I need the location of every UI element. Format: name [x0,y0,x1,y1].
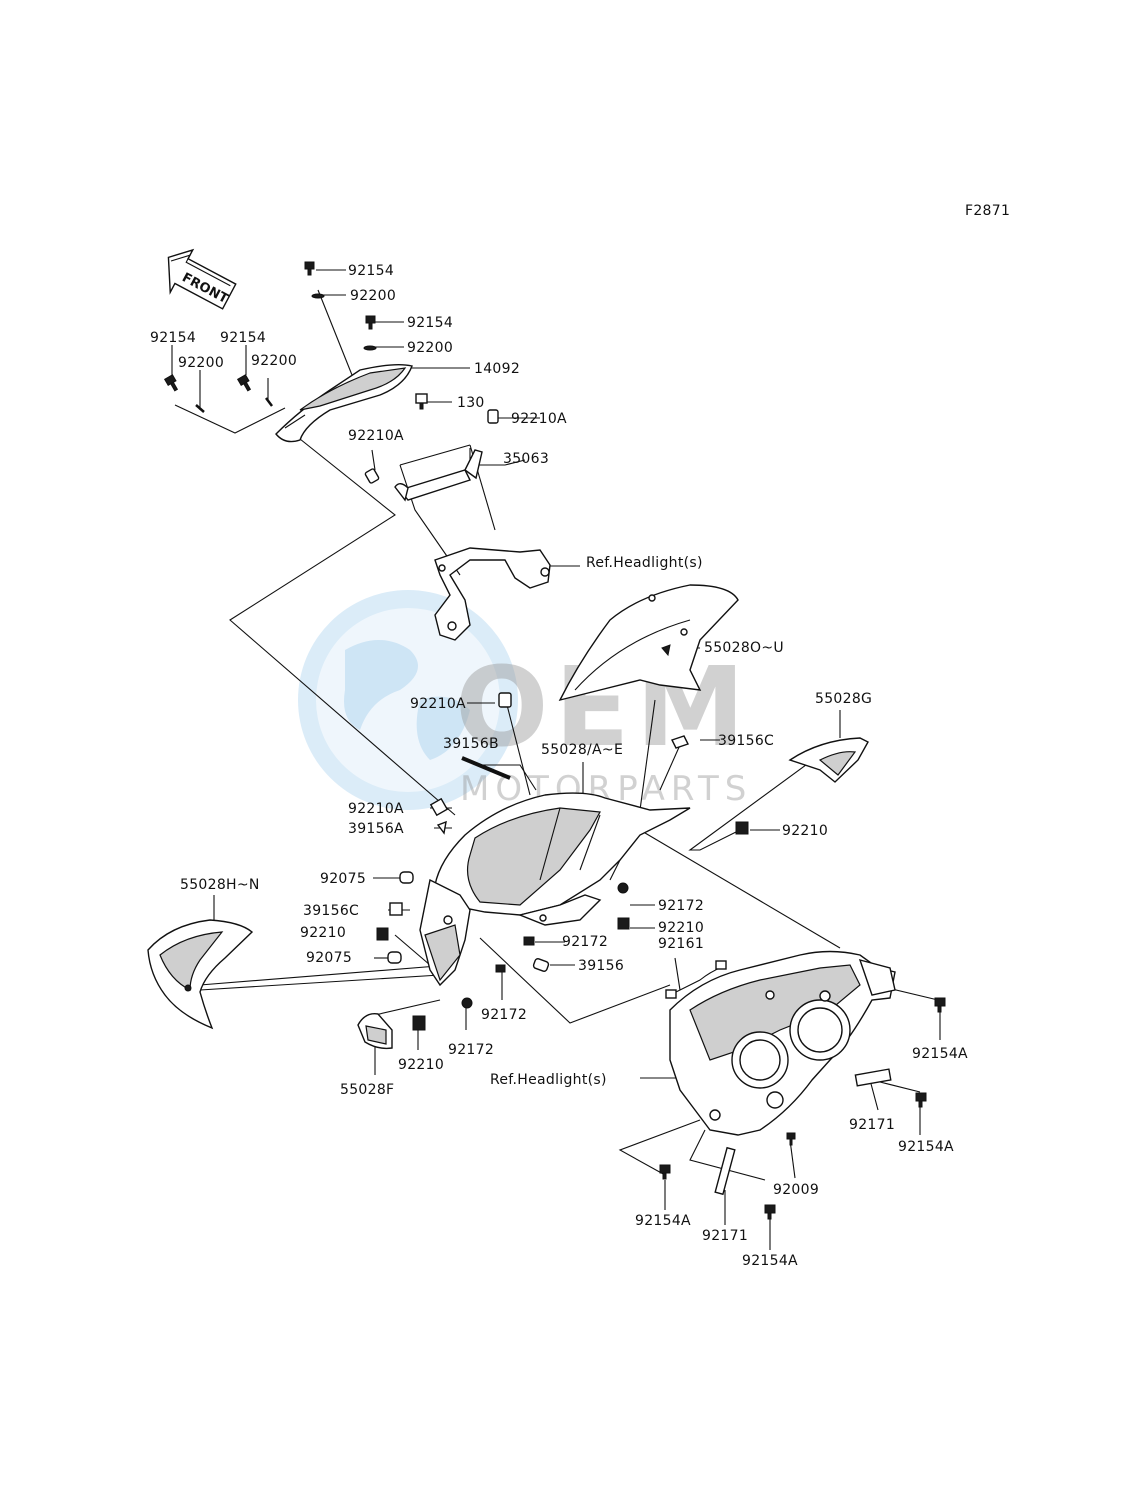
front-arrow: FRONT [167,248,237,310]
screw-92154-left2 [236,374,252,392]
screw-92009 [786,1132,796,1146]
nut-92172-d [461,997,473,1009]
collar-92075-a [399,871,414,884]
label-92172-a: 92172 [658,898,704,914]
clip-39156 [532,958,550,972]
grommet-92210A-top [487,409,499,424]
label-55028F: 55028F [340,1082,394,1098]
grommet-92210-c [617,917,630,930]
label-92172-b: 92172 [562,934,608,950]
leader-lines [171,269,941,1250]
label-92154-b: 92154 [407,315,453,331]
screw-92172-c [495,964,506,973]
label-92200-b: 92200 [407,340,453,356]
callout-labels: 92154 92200 92154 92200 14092 92154 9220… [150,263,968,1269]
label-92200-d: 92200 [251,353,297,369]
label-92154-a: 92154 [348,263,394,279]
label-92154-c: 92154 [150,330,196,346]
bracket-35063 [394,449,483,502]
screw-92154-mid [365,315,376,330]
label-92171-b: 92171 [702,1228,748,1244]
label-92075-a: 92075 [320,871,366,887]
label-92200-a: 92200 [350,288,396,304]
screw-92154-top [304,261,315,276]
cover-14092 [275,363,413,443]
bracket-92171-a [854,1068,892,1087]
label-92154-d: 92154 [220,330,266,346]
label-92210A-b: 92210A [348,428,404,444]
label-39156B: 39156B [443,736,499,752]
label-14092: 14092 [474,361,520,377]
grommet-92210-b [376,927,389,941]
label-39156C-b: 39156C [303,903,359,919]
headlight-assembly [669,950,896,1136]
label-92075-b: 92075 [306,950,352,966]
side-panel-55028O-U [558,584,739,702]
washer-92200-top [311,293,325,299]
screw-92154-left [163,374,179,392]
label-ref-headlight-b: Ref.Headlight(s) [490,1072,607,1088]
nut-92172-a [617,882,629,894]
bolt-92154A-a [934,997,946,1013]
washer-92200-left [195,404,205,413]
label-39156C-a: 39156C [718,733,774,749]
clip-39156C-b [389,902,403,916]
label-92161: 92161 [658,936,704,952]
screw-92172-b [523,936,535,946]
label-92154A-c: 92154A [635,1213,691,1229]
main-cowl-55028A-E [419,792,691,987]
label-35063: 35063 [503,451,549,467]
label-39156A: 39156A [348,821,404,837]
watermark: OEM MOTORPARTS [298,590,746,810]
label-92210-d: 92210 [398,1057,444,1073]
label-92154A-d: 92154A [742,1253,798,1269]
panel-55028G [788,737,869,783]
figure-code: F2871 [965,203,1010,219]
label-92172-d: 92172 [448,1042,494,1058]
label-39156: 39156 [578,958,624,974]
label-92200-c: 92200 [178,355,224,371]
label-92009: 92009 [773,1182,819,1198]
label-92210-b: 92210 [300,925,346,941]
bolt-130 [415,393,428,410]
label-92210A-d: 92210A [348,801,404,817]
label-92154A-a: 92154A [912,1046,968,1062]
label-130: 130 [457,395,485,411]
clip-39156B [461,756,511,780]
bolt-92154A-c [659,1164,671,1180]
headlight-stay [434,547,551,641]
collar-92075-b [387,951,402,964]
washer-92200-mid [363,345,377,351]
rod-92171-b [714,1146,736,1196]
label-92171-a: 92171 [849,1117,895,1133]
washer-92200-left2 [265,397,273,407]
label-92210A-a: 92210A [511,411,567,427]
grommet-92210A-d [429,797,449,817]
label-55028H-N: 55028H~N [180,877,260,893]
label-92172-c: 92172 [481,1007,527,1023]
grommet-92210A-c [498,692,512,708]
bolt-92154A-d [764,1204,776,1220]
clip-39156A [436,820,447,835]
label-55028A-E: 55028/A~E [541,742,623,758]
label-92210A-c: 92210A [410,696,466,712]
grommet-92210A-left [364,468,380,484]
label-55028G: 55028G [815,691,872,707]
label-92210-a: 92210 [782,823,828,839]
label-92154A-b: 92154A [898,1139,954,1155]
grommet-92210-right [735,821,749,835]
panel-55028F [357,1013,393,1050]
wire-92161 [665,960,727,999]
windscreen-55028H-N [147,919,254,1030]
grommet-92210-d [412,1015,426,1031]
label-92210-c: 92210 [658,920,704,936]
label-ref-headlight-a: Ref.Headlight(s) [586,555,703,571]
label-55028O-U: 55028O~U [704,640,784,656]
clip-39156C-top [671,735,689,749]
small-fasteners [163,261,946,1220]
bolt-92154A-b [915,1092,927,1108]
